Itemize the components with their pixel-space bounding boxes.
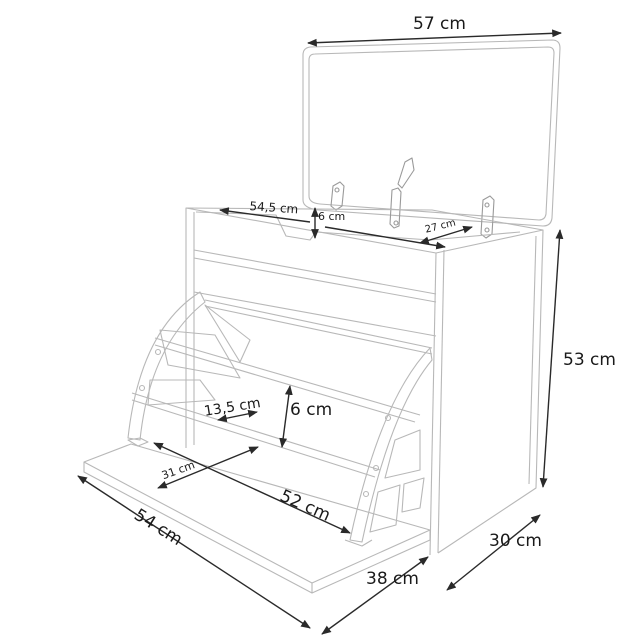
dim-line-body-depth bbox=[446, 514, 541, 591]
lid bbox=[302, 39, 561, 227]
label-body-depth: 30 cm bbox=[489, 531, 542, 551]
label-top-slot-depth: 6 cm bbox=[318, 210, 346, 223]
rack-right-frame bbox=[349, 347, 433, 543]
dim-line-rail-gap bbox=[279, 385, 293, 448]
label-lid-width: 57 cm bbox=[413, 14, 466, 34]
label-height: 53 cm bbox=[563, 350, 616, 370]
label-rail-gap: 6 cm bbox=[290, 400, 333, 420]
dim-line-height bbox=[539, 229, 564, 488]
cabinet-body bbox=[185, 207, 544, 556]
dim-line-base-depth bbox=[321, 556, 429, 635]
dim-line-rail-spacing bbox=[217, 409, 258, 423]
hinges bbox=[330, 157, 495, 239]
dim-line-inner-top-depth bbox=[419, 225, 473, 245]
rack-rails bbox=[131, 299, 433, 478]
dim-line-lid-width bbox=[307, 29, 562, 47]
dim-line-inner-top-width bbox=[219, 207, 311, 223]
dimension-lines bbox=[77, 29, 564, 635]
dim-line-base-width bbox=[77, 475, 311, 629]
label-base-depth: 38 cm bbox=[366, 569, 419, 589]
